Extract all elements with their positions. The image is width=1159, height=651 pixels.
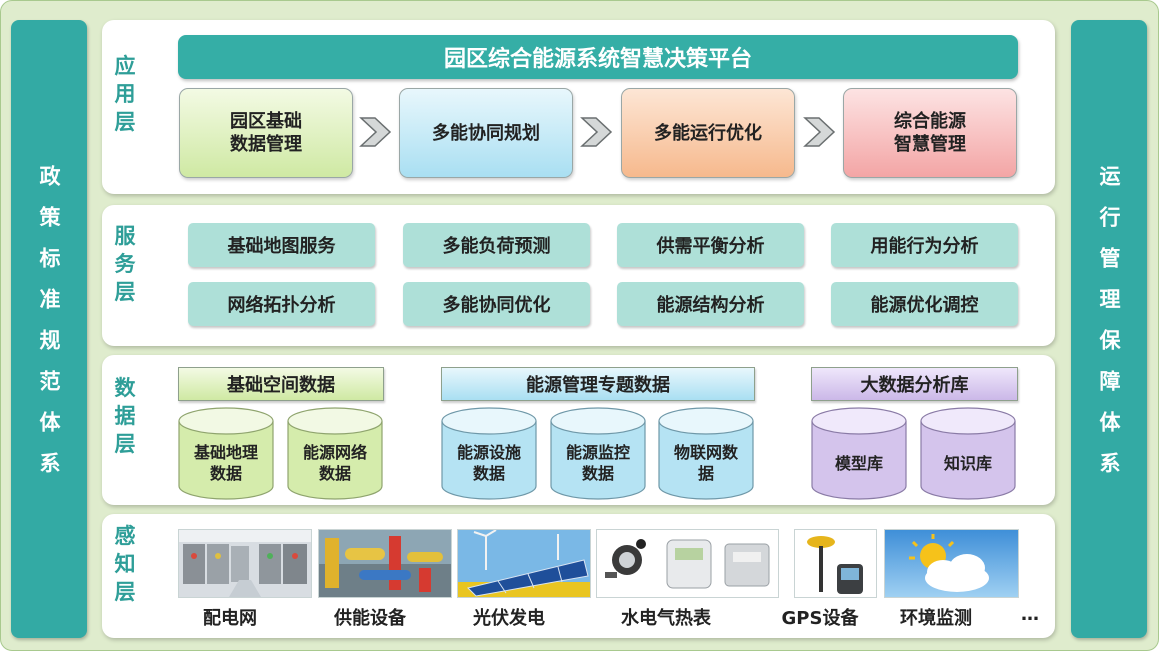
app-box-line: 智慧管理 <box>894 134 966 155</box>
distribution-room-photo <box>178 529 312 598</box>
caption-meters: 水电气热表 <box>621 608 711 629</box>
data-group-bigdata-header: 大数据分析库 <box>811 367 1018 401</box>
layer-label-char: 应 <box>114 54 136 78</box>
app-box-basic-data-management: 园区基础数据管理 <box>179 88 353 178</box>
layer-label-char: 数 <box>114 376 136 400</box>
db-label: 物联网数 <box>673 443 738 462</box>
caption-photovoltaic: 光伏发电 <box>473 608 545 629</box>
caption-environment: 环境监测 <box>900 608 972 629</box>
layer-label-char: 层 <box>114 110 136 134</box>
data-group-energy-header: 能源管理专题数据 <box>441 367 755 401</box>
layer-label-char: 知 <box>114 552 136 576</box>
app-box-line: 数据管理 <box>230 134 302 155</box>
database-cylinder: 知识库 <box>920 407 1016 500</box>
side-char: 障 <box>1097 370 1121 411</box>
service-layer-label: 服务层 <box>110 222 140 306</box>
db-label: 能源监控 <box>565 443 630 462</box>
service-supply-demand: 供需平衡分析 <box>617 223 804 267</box>
db-label: 数据 <box>209 464 242 483</box>
db-label: 数据 <box>581 464 614 483</box>
side-char: 政 <box>37 165 61 206</box>
layer-label-char: 用 <box>114 82 136 106</box>
caption-energy-equipment: 供能设备 <box>334 608 406 629</box>
caption-distribution-grid: 配电网 <box>203 608 257 629</box>
chevron-right-icon <box>803 117 836 147</box>
side-char: 范 <box>37 370 61 411</box>
meters-photo <box>596 529 779 598</box>
service-cooptimization: 多能协同优化 <box>403 282 590 326</box>
side-char: 理 <box>1097 288 1121 329</box>
gps-device-photo <box>794 529 877 598</box>
db-label: 数据 <box>472 464 505 483</box>
db-label: 据 <box>697 464 714 483</box>
db-label: 基础地理 <box>193 443 258 462</box>
energy-equipment-photo <box>318 529 452 598</box>
db-label: 能源网络 <box>302 443 367 462</box>
operation-guarantee-system-bar: 运行管理保障体系 <box>1071 20 1147 638</box>
app-box-line: 多能协同规划 <box>432 122 540 144</box>
service-energy-control: 能源优化调控 <box>831 282 1018 326</box>
policy-standard-system-bar: 政策标准规范体系 <box>11 20 87 638</box>
data-layer-label: 数据层 <box>110 374 140 458</box>
side-char: 体 <box>1097 411 1121 452</box>
layer-label-char: 服 <box>114 224 136 248</box>
caption-gps: GPS设备 <box>781 608 859 629</box>
data-group-spatial-header: 基础空间数据 <box>178 367 384 401</box>
side-char: 规 <box>37 329 61 370</box>
layer-label-char: 层 <box>114 280 136 304</box>
db-label: 数据 <box>318 464 351 483</box>
chevron-right-icon <box>580 117 613 147</box>
side-char: 策 <box>37 206 61 247</box>
side-char: 运 <box>1097 165 1121 206</box>
app-box-line: 综合能源 <box>894 111 966 132</box>
app-box-line: 园区基础 <box>230 111 302 132</box>
db-label: 知识库 <box>943 453 992 473</box>
side-char: 管 <box>1097 247 1121 288</box>
app-box-multi-energy-planning: 多能协同规划 <box>399 88 573 178</box>
db-label: 能源设施 <box>456 443 521 462</box>
database-cylinder: 物联网数据 <box>658 407 754 500</box>
layer-label-char: 层 <box>114 432 136 456</box>
side-char: 体 <box>37 411 61 452</box>
service-load-forecast: 多能负荷预测 <box>403 223 590 267</box>
sensing-layer-label: 感知层 <box>110 522 140 606</box>
database-cylinder: 基础地理数据 <box>178 407 274 500</box>
db-label: 模型库 <box>834 453 883 473</box>
policy-standard-system-label: 政策标准规范体系 <box>34 165 64 493</box>
database-cylinder: 能源网络数据 <box>287 407 383 500</box>
side-char: 准 <box>37 288 61 329</box>
app-box-multi-energy-operation: 多能运行优化 <box>621 88 795 178</box>
weather-sun-cloud-icon <box>884 529 1019 598</box>
application-layer-label: 应用层 <box>110 52 140 136</box>
operation-guarantee-system-label: 运行管理保障体系 <box>1094 165 1124 493</box>
side-char: 行 <box>1097 206 1121 247</box>
side-char: 标 <box>37 247 61 288</box>
service-network-topology: 网络拓扑分析 <box>188 282 375 326</box>
app-box-line: 多能运行优化 <box>654 122 762 144</box>
platform-title: 园区综合能源系统智慧决策平台 <box>178 35 1018 79</box>
layer-label-char: 感 <box>114 524 136 548</box>
layer-label-char: 务 <box>114 252 136 276</box>
side-char: 保 <box>1097 329 1121 370</box>
service-basic-map: 基础地图服务 <box>188 223 375 267</box>
app-box-smart-management: 综合能源智慧管理 <box>843 88 1017 178</box>
database-cylinder: 能源设施数据 <box>441 407 537 500</box>
chevron-right-icon <box>359 117 392 147</box>
side-char: 系 <box>37 452 61 493</box>
layer-label-char: 据 <box>114 404 136 428</box>
service-energy-structure: 能源结构分析 <box>617 282 804 326</box>
database-cylinder: 模型库 <box>811 407 907 500</box>
layer-label-char: 层 <box>114 580 136 604</box>
database-cylinder: 能源监控数据 <box>550 407 646 500</box>
caption-ellipsis: … <box>1021 604 1039 625</box>
side-char: 系 <box>1097 452 1121 493</box>
service-energy-behavior: 用能行为分析 <box>831 223 1018 267</box>
solar-panel-photo <box>457 529 591 598</box>
